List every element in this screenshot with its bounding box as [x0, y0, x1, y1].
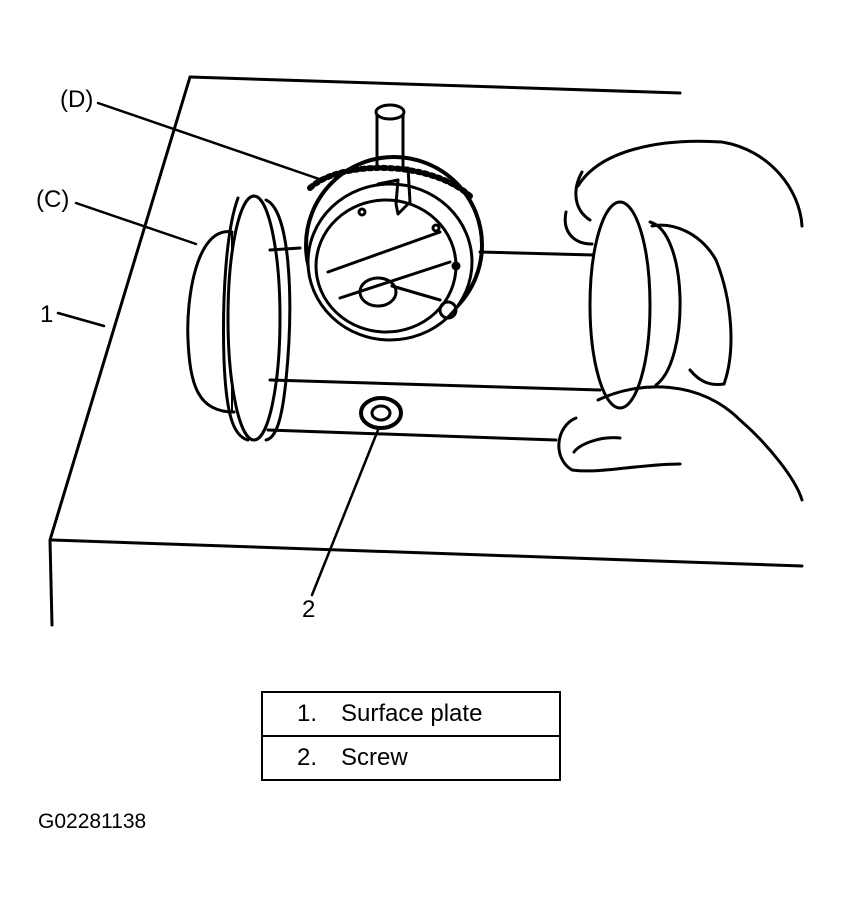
legend-number: 1.	[297, 700, 318, 727]
leader-c	[74, 201, 198, 246]
legend-label: Screw	[341, 744, 408, 771]
figure-id: G02281138	[38, 810, 147, 833]
dial-gauge	[304, 155, 484, 342]
gauge-plunger	[370, 103, 412, 216]
callout-d: (D)	[60, 86, 94, 113]
leader-1	[56, 311, 106, 328]
legend-table: 1. Surface plate 2. Screw	[261, 691, 561, 781]
callout-2: 2	[302, 596, 316, 623]
hand	[557, 139, 804, 502]
legend-cell: 2. Screw	[261, 735, 561, 781]
callout-c: (C)	[36, 186, 70, 213]
screw	[359, 396, 403, 430]
leader-lines	[56, 101, 380, 597]
callout-1: 1	[40, 301, 54, 328]
surface-plate	[48, 75, 804, 627]
legend-number: 2.	[297, 744, 318, 771]
shaft-body	[266, 246, 602, 442]
legend-label: Surface plate	[341, 700, 483, 727]
right-collar	[588, 200, 682, 410]
legend-row: 2. Screw	[261, 735, 561, 781]
legend-row: 1. Surface plate	[261, 691, 561, 737]
leader-d	[96, 101, 324, 182]
legend-cell: 1. Surface plate	[261, 691, 561, 737]
leader-2	[310, 428, 380, 597]
left-collar	[186, 194, 292, 442]
